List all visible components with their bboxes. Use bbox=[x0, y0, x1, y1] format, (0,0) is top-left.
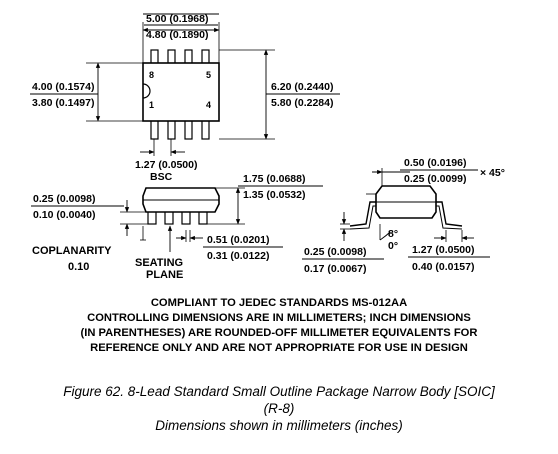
pin-label-1: 1 bbox=[149, 100, 154, 110]
pin-label-4: 4 bbox=[206, 100, 211, 110]
body-width-max: 4.00 (0.1574) bbox=[32, 81, 94, 93]
pin-label-8: 8 bbox=[149, 70, 154, 80]
left-lead bbox=[349, 201, 376, 227]
pin1-notch bbox=[142, 83, 151, 99]
side-view bbox=[120, 187, 245, 252]
foot-angle-min: 0° bbox=[388, 240, 398, 252]
standoff-max: 0.25 (0.0098) bbox=[33, 193, 95, 205]
lead-span-min: 5.80 (0.2284) bbox=[271, 97, 333, 109]
coplanarity-value: 0.10 bbox=[68, 261, 89, 273]
bottom-pin bbox=[184, 118, 193, 140]
end-view bbox=[340, 168, 474, 242]
note-line-4: REFERENCE ONLY AND ARE NOT APPROPRIATE F… bbox=[90, 342, 468, 354]
foot-length-min: 0.40 (0.0157) bbox=[412, 261, 474, 273]
package-body-top bbox=[142, 62, 220, 122]
chamfer-min: 0.25 (0.0099) bbox=[404, 173, 466, 185]
bottom-pin bbox=[150, 118, 159, 140]
pitch-bsc-note: BSC bbox=[150, 171, 173, 183]
pitch-dimension: 1.27 (0.0500) bbox=[135, 159, 197, 171]
chamfer-max: 0.50 (0.0196) bbox=[404, 157, 466, 169]
seating-plane-label-2: PLANE bbox=[146, 269, 183, 281]
figure-caption-package-code: (R-8) bbox=[264, 401, 295, 416]
chamfer-angle: × 45° bbox=[480, 167, 505, 179]
lead-thickness-max: 0.25 (0.0098) bbox=[304, 246, 366, 258]
figure-caption-units: Dimensions shown in millimeters (inches) bbox=[155, 418, 403, 433]
bottom-pin bbox=[201, 118, 210, 140]
note-line-3: (IN PARENTHESES) ARE ROUNDED-OFF MILLIME… bbox=[81, 327, 478, 339]
body-width-min: 3.80 (0.1497) bbox=[32, 97, 94, 109]
coplanarity-label: COPLANARITY bbox=[32, 245, 112, 257]
lead-width-max: 0.51 (0.0201) bbox=[207, 234, 269, 246]
note-line-2: CONTROLLING DIMENSIONS ARE IN MILLIMETER… bbox=[87, 312, 471, 324]
bottom-pin bbox=[167, 118, 176, 140]
height-max: 1.75 (0.0688) bbox=[243, 173, 305, 185]
body-length-min: 4.80 (0.1890) bbox=[146, 29, 208, 41]
foot-angle-max: 8° bbox=[388, 228, 398, 240]
lead-thickness-min: 0.17 (0.0067) bbox=[304, 263, 366, 275]
body-length-max: 5.00 (0.1968) bbox=[146, 13, 208, 25]
pin-label-5: 5 bbox=[206, 70, 211, 80]
lead-span-max: 6.20 (0.2440) bbox=[271, 81, 333, 93]
figure-caption: Figure 62. 8-Lead Standard Small Outline… bbox=[63, 384, 496, 399]
standoff-min: 0.10 (0.0040) bbox=[33, 209, 95, 221]
lead-width-min: 0.31 (0.0122) bbox=[207, 250, 269, 262]
note-line-1: COMPLIANT TO JEDEC STANDARDS MS-012AA bbox=[151, 297, 407, 309]
top-view bbox=[86, 22, 275, 156]
right-lead bbox=[436, 201, 463, 227]
foot-length-max: 1.27 (0.0500) bbox=[412, 244, 474, 256]
height-min: 1.35 (0.0532) bbox=[243, 189, 305, 201]
seating-plane-label-1: SEATING bbox=[135, 257, 183, 269]
